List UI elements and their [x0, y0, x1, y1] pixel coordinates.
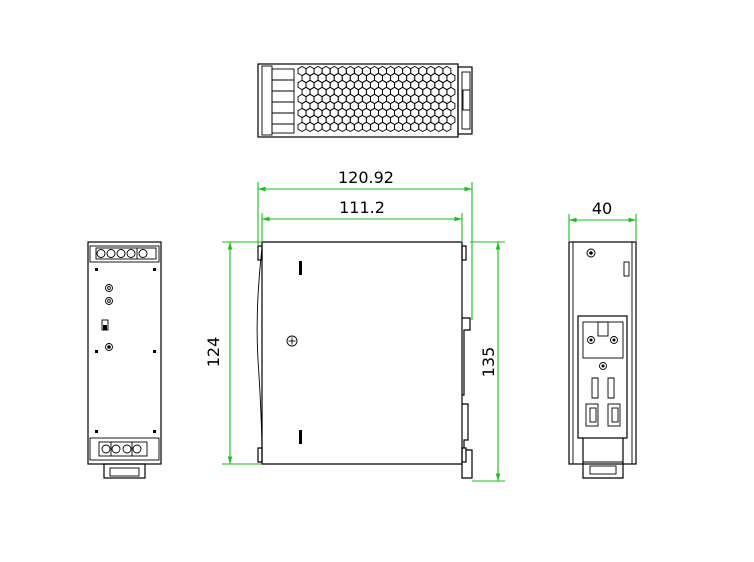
- vent-hole: [361, 121, 371, 133]
- dimension-labels: 120.92 111.2 124 135 40: [204, 168, 612, 377]
- dimension-lines: [222, 182, 637, 482]
- vent-hole: [337, 121, 347, 133]
- side-view: [256, 241, 473, 479]
- vent-hole: [410, 121, 420, 133]
- dim-overall-depth: 120.92: [338, 168, 394, 187]
- vent-hole: [353, 121, 363, 133]
- dim-width: 40: [592, 199, 612, 218]
- vent-hole: [418, 121, 428, 133]
- vent-hole: [305, 121, 315, 133]
- top-view: [257, 63, 473, 138]
- dim-body-height: 124: [204, 337, 223, 368]
- vent-hole: [434, 121, 444, 133]
- front-view: [87, 241, 162, 479]
- vent-hole: [345, 121, 355, 133]
- dim-total-height: 135: [479, 347, 498, 378]
- vent-hole: [378, 121, 387, 133]
- vent-hole: [394, 121, 404, 133]
- vent-hole: [426, 121, 436, 133]
- vent-hole: [442, 121, 452, 133]
- rear-view: [568, 241, 637, 479]
- vent-hole: [329, 121, 339, 133]
- ventilation-holes: [297, 65, 456, 133]
- vent-hole: [313, 121, 323, 133]
- vent-hole: [370, 121, 379, 133]
- vent-hole: [321, 121, 331, 133]
- vent-hole: [386, 121, 395, 133]
- dim-body-depth: 111.2: [339, 198, 385, 217]
- vent-hole: [297, 121, 307, 133]
- vent-hole: [402, 121, 412, 133]
